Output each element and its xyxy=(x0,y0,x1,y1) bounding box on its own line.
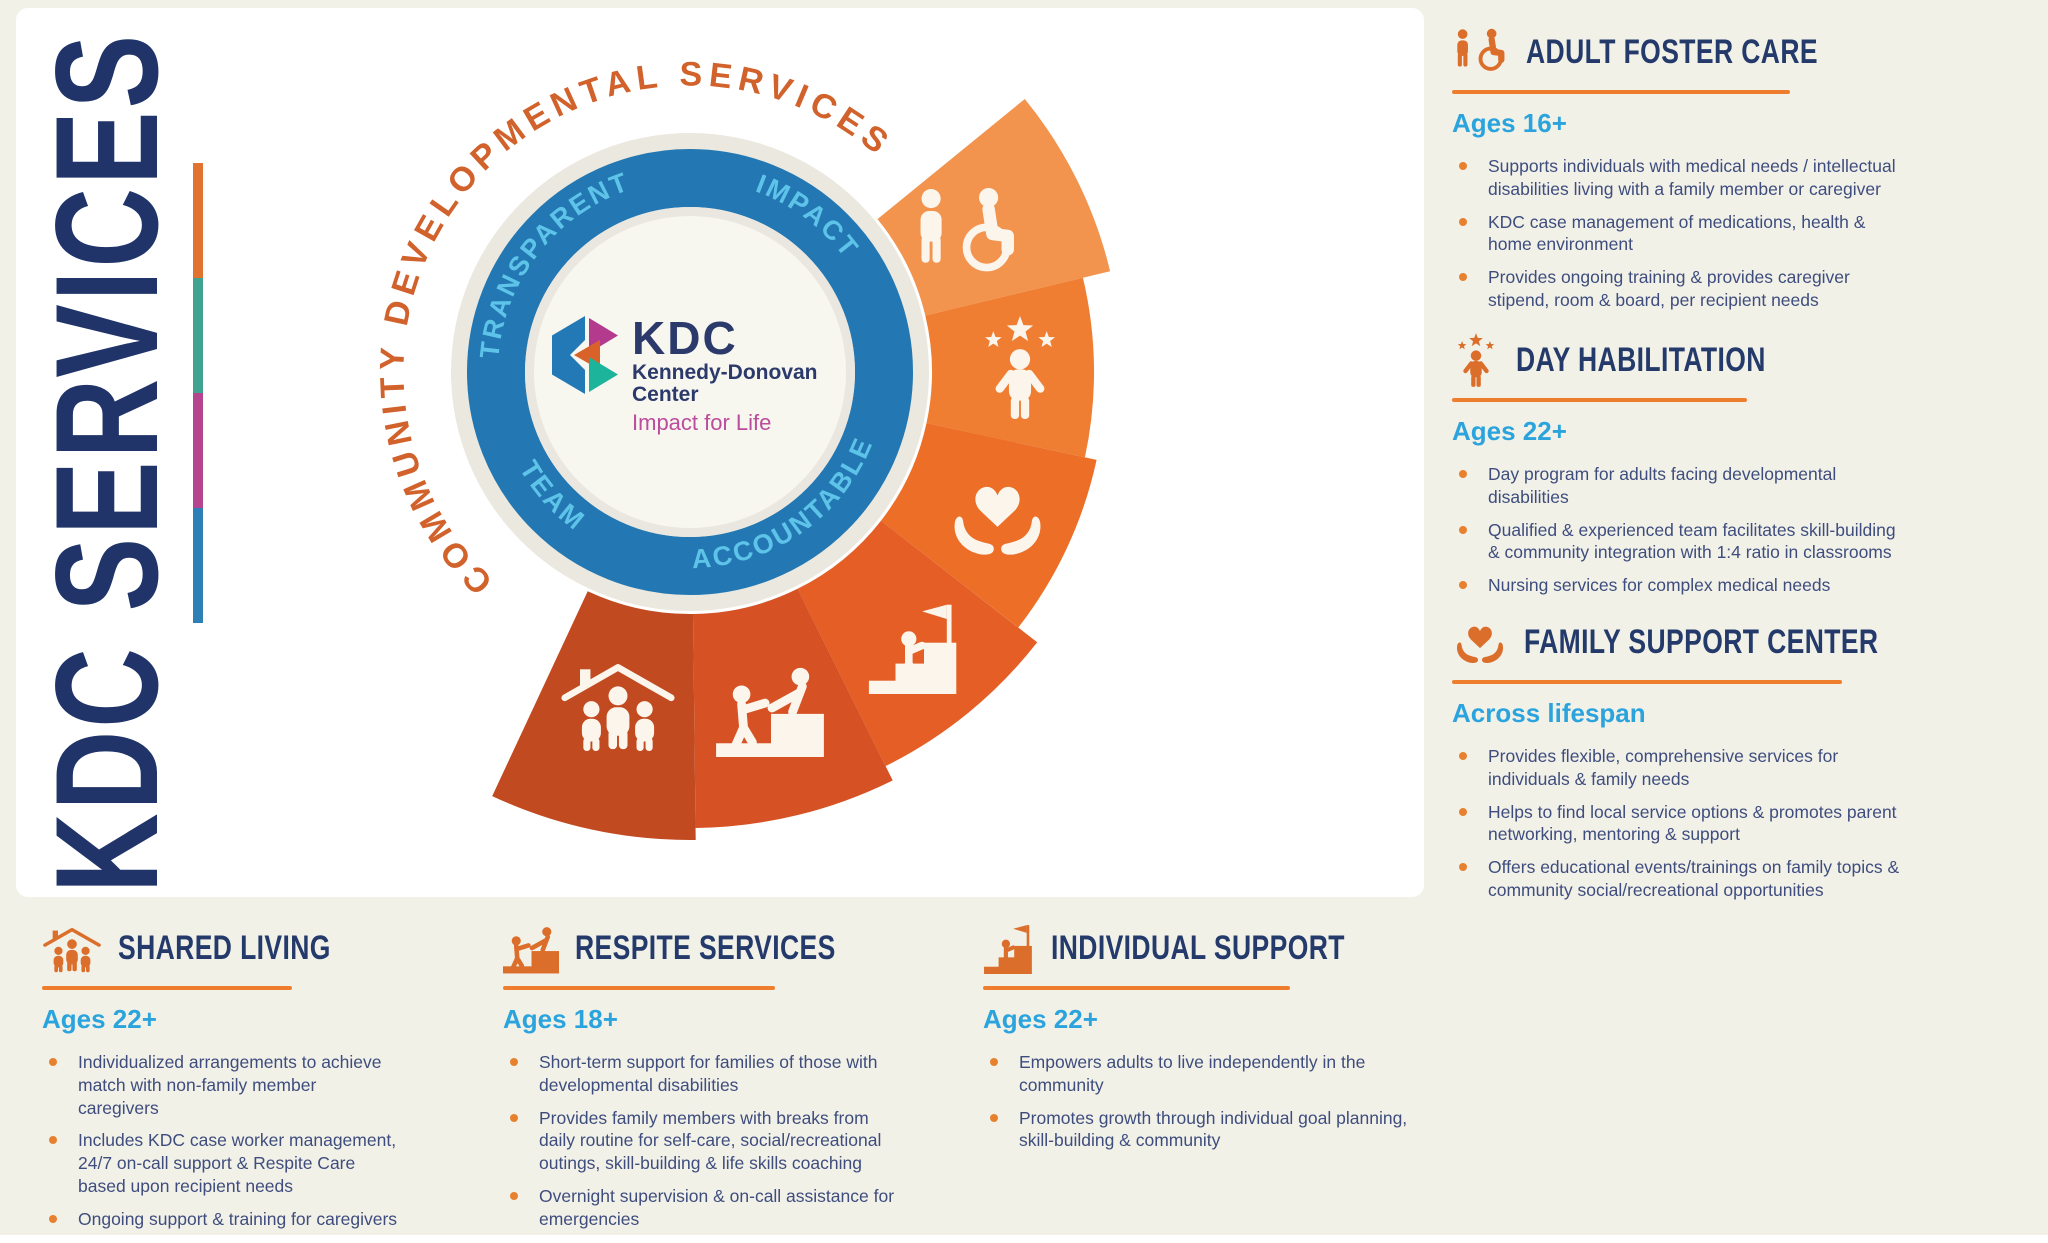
bullet-item: Overnight supervision & on-call assistan… xyxy=(503,1185,901,1231)
bullet-list: Provides flexible, comprehensive service… xyxy=(1452,745,1907,902)
wedge-day-habilitation xyxy=(925,277,1095,458)
bullet-item: Provides flexible, comprehensive service… xyxy=(1452,745,1907,791)
section-title: INDIVIDUAL SUPPORT xyxy=(1051,928,1345,967)
bullet-list: Supports individuals with medical needs … xyxy=(1452,155,1907,312)
bullet-item: Promotes growth through individual goal … xyxy=(983,1107,1424,1153)
bullet-item: Nursing services for complex medical nee… xyxy=(1452,574,1907,597)
bullet-item: Short-term support for families of those… xyxy=(503,1051,901,1097)
bottom-edge-strip xyxy=(0,1235,2048,1243)
color-bar-segment xyxy=(193,393,203,508)
color-bar xyxy=(193,163,203,623)
ages-label: Ages 16+ xyxy=(1452,108,1567,138)
bullet-list: Empowers adults to live independently in… xyxy=(983,1051,1424,1152)
bullet-list: Day program for adults facing developmen… xyxy=(1452,463,1907,597)
person-stars-icon xyxy=(1452,333,1500,387)
section-header: SHARED LIVING xyxy=(42,916,400,980)
logo-abbr: KDC xyxy=(632,312,738,364)
family-roof-icon xyxy=(43,927,101,973)
title-underline xyxy=(42,986,292,990)
section-individual-support: INDIVIDUAL SUPPORT Ages 22+ Empowers adu… xyxy=(983,916,1424,1162)
hands-heart-icon xyxy=(1456,626,1504,663)
section-title: RESPITE SERVICES xyxy=(575,928,836,967)
bullet-item: Supports individuals with medical needs … xyxy=(1452,155,1907,201)
logo-tagline: Impact for Life xyxy=(632,410,771,435)
person-wheelchair-icon xyxy=(1452,27,1510,77)
bullet-item: Day program for adults facing developmen… xyxy=(1452,463,1907,509)
center-circle xyxy=(534,216,846,528)
bullet-item: Empowers adults to live independently in… xyxy=(983,1051,1424,1097)
wedge-individual-support xyxy=(797,520,1038,767)
section-family-support-center: FAMILY SUPPORT CENTER Across lifespan Pr… xyxy=(1452,610,1907,912)
section-header: RESPITE SERVICES xyxy=(503,916,901,980)
ages-label: Ages 18+ xyxy=(503,1004,618,1034)
ages-label: Ages 22+ xyxy=(983,1004,1098,1034)
bullet-item: Individualized arrangements to achieve m… xyxy=(42,1051,400,1119)
title-underline xyxy=(1452,680,1842,684)
title-underline xyxy=(983,986,1290,990)
bullet-list: Short-term support for families of those… xyxy=(503,1051,901,1230)
section-respite-services: RESPITE SERVICES Ages 18+ Short-term sup… xyxy=(503,916,901,1240)
ages-label: Across lifespan xyxy=(1452,698,1646,728)
color-bar-segment xyxy=(193,508,203,623)
section-header: FAMILY SUPPORT CENTER xyxy=(1452,610,1907,674)
section-adult-foster-care: ADULT FOSTER CARE Ages 16+ Supports indi… xyxy=(1452,20,1907,322)
section-header: ADULT FOSTER CARE xyxy=(1452,20,1907,84)
ages-label: Ages 22+ xyxy=(1452,416,1567,446)
logo-name-line2: Center xyxy=(632,383,699,406)
bullet-item: Includes KDC case worker management, 24/… xyxy=(42,1129,400,1197)
section-header: INDIVIDUAL SUPPORT xyxy=(983,916,1424,980)
section-title: SHARED LIVING xyxy=(118,928,331,967)
section-title: DAY HABILITATION xyxy=(1516,340,1766,379)
section-title: FAMILY SUPPORT CENTER xyxy=(1524,622,1879,661)
values-ring xyxy=(467,149,913,595)
kdc-logo-mark xyxy=(552,316,618,394)
helping-climb-icon xyxy=(503,922,559,974)
title-underline xyxy=(503,986,775,990)
section-title: ADULT FOSTER CARE xyxy=(1526,32,1818,71)
bullet-item: Provides family members with breaks from… xyxy=(503,1107,901,1175)
bullet-list: Individualized arrangements to achieve m… xyxy=(42,1051,400,1230)
kdc-logo: KDC Kennedy-Donovan Center Impact for Li… xyxy=(552,312,818,435)
section-shared-living: SHARED LIVING Ages 22+ Individualized ar… xyxy=(42,916,400,1240)
flag-climb-icon xyxy=(983,922,1035,974)
wedge-family-support-center xyxy=(881,423,1097,628)
bullet-item: KDC case management of medications, heal… xyxy=(1452,211,1907,257)
bullet-item: Provides ongoing training & provides car… xyxy=(1452,266,1907,312)
color-bar-segment xyxy=(193,278,203,393)
logo-name-line1: Kennedy-Donovan xyxy=(632,361,818,384)
bullet-item: Offers educational events/trainings on f… xyxy=(1452,856,1907,902)
title-underline xyxy=(1452,90,1790,94)
ages-label: Ages 22+ xyxy=(42,1004,157,1034)
bullet-item: Helps to find local service options & pr… xyxy=(1452,801,1907,847)
section-header: DAY HABILITATION xyxy=(1452,328,1907,392)
bullet-item: Qualified & experienced team facilitates… xyxy=(1452,519,1907,565)
bullet-item: Ongoing support & training for caregiver… xyxy=(42,1208,400,1231)
services-wheel-diagram: COMMUNITY DEVELOPMENTAL SERVICES TRANSPA… xyxy=(373,55,1111,841)
color-bar-segment xyxy=(193,163,203,278)
title-underline xyxy=(1452,398,1747,402)
section-day-habilitation: DAY HABILITATION Ages 22+ Day program fo… xyxy=(1452,328,1907,607)
